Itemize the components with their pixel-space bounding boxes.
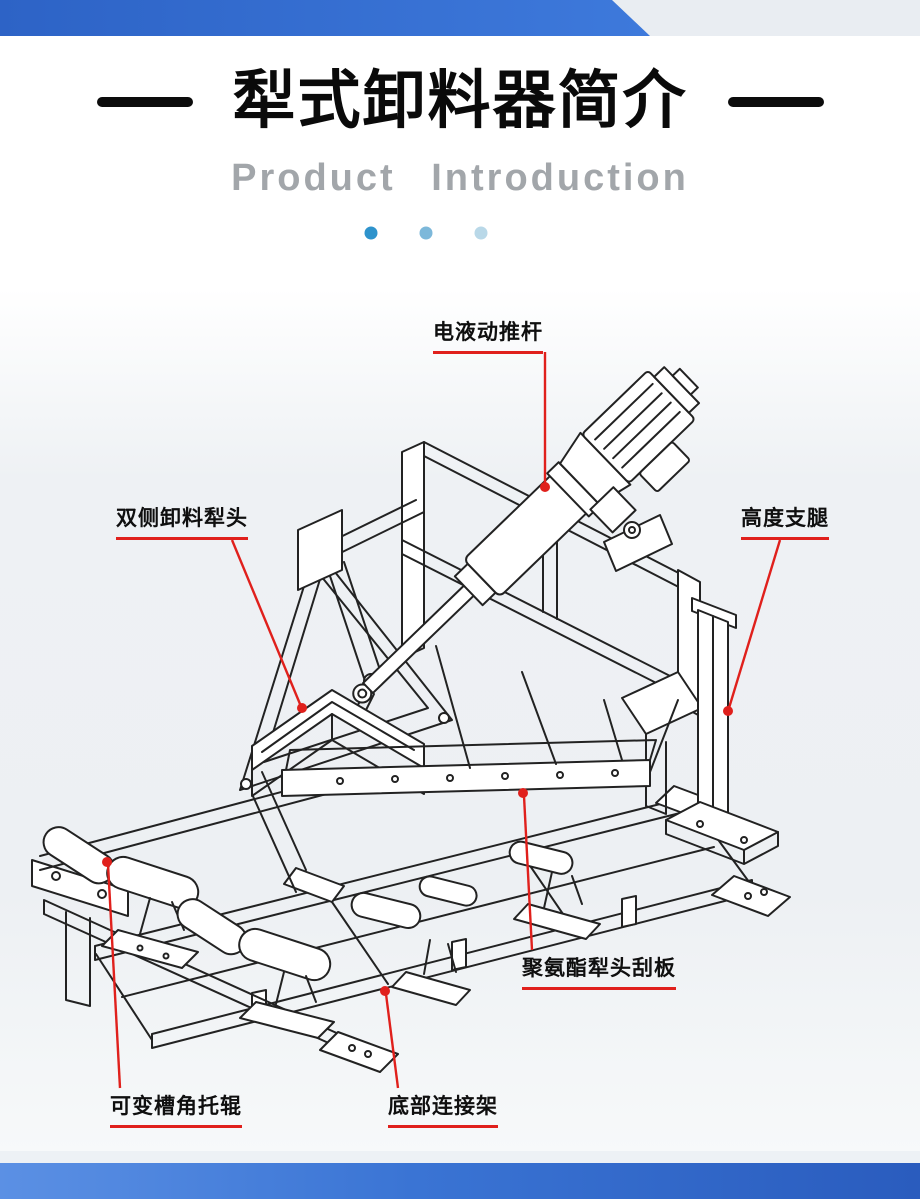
callout-label-variable-trough-idler: 可变槽角托辊 <box>110 1090 242 1128</box>
leader-dot-plough <box>297 703 307 713</box>
leader-base <box>384 993 400 1089</box>
title-dash-right <box>727 96 824 107</box>
leader-leg <box>727 539 782 709</box>
plough-head-drawing <box>251 509 425 903</box>
decor-dot-1 <box>364 226 378 240</box>
title-dash-left <box>96 96 193 107</box>
scraper-blade-drawing <box>281 645 679 797</box>
leader-dot-idler <box>102 857 112 867</box>
page-header: 犁式卸料器简介 Product Introduction <box>0 0 920 240</box>
decor-dot-3 <box>474 226 488 240</box>
leader-scraper <box>522 795 534 951</box>
leader-dot-leg <box>723 706 733 716</box>
callout-label-double-side-plough-head: 双侧卸料犁头 <box>116 502 248 540</box>
bottom-banner-gray <box>0 1151 920 1163</box>
top-banner-blue <box>0 0 650 36</box>
page-title: 犁式卸料器简介 <box>232 66 688 136</box>
callout-label-height-support-leg: 高度支腿 <box>741 502 829 540</box>
hinge-mount-drawing <box>603 514 673 572</box>
decor-dots-svg <box>364 226 488 240</box>
leader-dot-base <box>380 986 390 996</box>
leader-dot-scraper <box>518 788 528 798</box>
decor-dots <box>0 226 890 240</box>
callout-label-bottom-connecting-frame: 底部连接架 <box>388 1090 498 1128</box>
idler-rollers-drawing <box>42 826 601 1039</box>
illustration-background <box>0 288 920 1154</box>
leader-dot-actuator <box>540 482 550 492</box>
page-subtitle: Product Introduction <box>231 157 689 199</box>
actuator-drawing <box>352 366 700 704</box>
decor-dot-2 <box>419 226 433 240</box>
leader-plough <box>230 539 302 705</box>
callout-label-polyurethane-scraper: 聚氨酯犁头刮板 <box>522 952 676 990</box>
callout-leaders <box>102 352 782 1089</box>
bottom-banner-blue <box>0 1163 920 1199</box>
top-banner-gray <box>610 0 920 36</box>
machine-line-art <box>31 366 791 1073</box>
leader-idler <box>106 863 122 1089</box>
support-leg-drawing <box>665 597 779 865</box>
callout-label-electro-hydraulic-pushrod: 电液动推杆 <box>433 316 543 354</box>
